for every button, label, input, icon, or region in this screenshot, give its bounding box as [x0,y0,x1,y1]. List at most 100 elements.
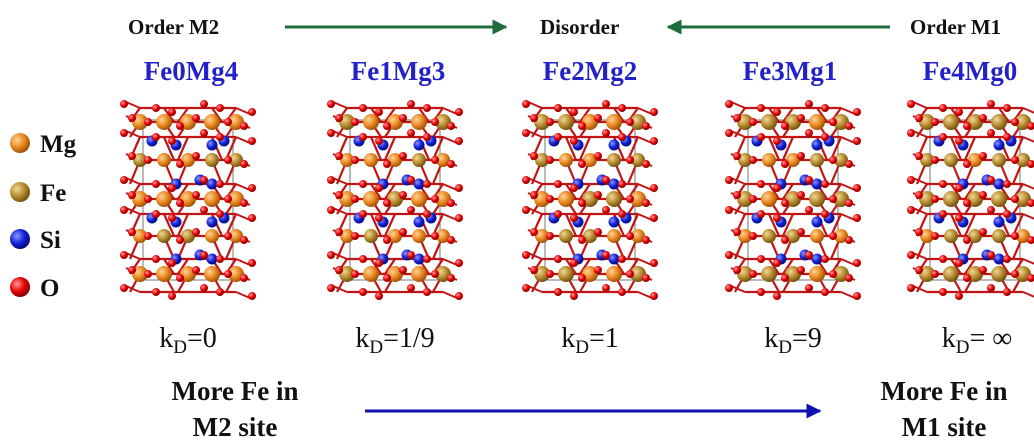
fe-atom [943,266,959,282]
mg-atom [156,114,172,130]
bond [1022,258,1034,265]
o-atom [407,129,415,137]
o-atom [216,133,224,141]
o-atom [821,255,829,263]
o-atom [152,210,160,218]
bond [730,252,746,260]
mg-atom [535,229,549,243]
bond [527,252,543,260]
o-atom [618,210,626,218]
o-atom [757,104,765,112]
bond [782,107,794,123]
o-atom [120,100,128,108]
o-atom [570,292,578,300]
bond [527,130,543,138]
mg-atom [606,114,622,130]
o-atom [749,156,757,164]
o-atom [530,114,538,122]
o-atom [120,251,128,259]
o-atom [120,176,128,184]
o-atom [1027,236,1034,244]
bond [383,136,397,161]
o-atom [642,274,650,282]
bond [637,258,653,266]
o-atom [1003,133,1011,141]
o-atom [144,156,152,164]
kd-label-fe3mg1: kD=9 [764,323,822,358]
o-atom [733,266,741,274]
o-atom [602,251,610,259]
o-atom [821,133,829,141]
o-atom [216,180,224,188]
mg-atom [388,229,402,243]
mg-atom [834,229,848,243]
o-atom [200,206,208,214]
o-atom [447,122,455,130]
mg-atom [411,266,427,282]
o-atom [128,266,136,274]
o-atom [907,176,915,184]
crystal-structure [907,100,1034,300]
o-atom [351,118,359,126]
o-atom [375,137,383,145]
bond [370,183,382,200]
o-atom [399,266,407,274]
si-atom [993,178,1005,190]
bond [730,101,746,109]
mg-atom [809,266,825,282]
o-atom [546,232,554,240]
o-atom [152,255,160,263]
composition-label-fe0mg4: Fe0Mg4 [144,56,238,86]
o-atom [546,270,554,278]
o-atom [797,228,805,236]
o-atom [757,210,765,218]
o-atom [1011,156,1019,164]
o-atom [725,100,733,108]
o-atom [797,152,805,160]
bond [125,101,141,109]
bond [527,285,543,293]
more-fe-m2-line1: More Fe in [172,376,299,406]
o-atom [773,214,781,222]
bond [840,136,856,144]
o-atom [650,137,658,145]
mg-atom [810,229,824,243]
o-atom [733,191,741,199]
bond [235,213,251,221]
si-atom [811,139,823,151]
o-atom [554,255,562,263]
bond [782,183,794,200]
o-atom [570,259,578,267]
si-atom [413,216,425,228]
o-atom [383,122,391,130]
mg-atom [809,114,825,130]
fe-atom [157,229,171,243]
fe-atom [535,153,549,167]
bond [1022,107,1034,114]
legend-o-swatch [10,277,30,297]
mg-atom [1016,229,1030,243]
si-atom [811,178,823,190]
o-atom [773,259,781,267]
mg-atom [363,191,379,207]
o-atom [375,214,383,222]
o-atom [773,184,781,192]
o-atom [829,118,837,126]
o-atom [455,184,463,192]
fe-atom [943,114,959,130]
o-atom [168,259,176,267]
o-atom [781,236,789,244]
o-atom [781,160,789,168]
o-atom [955,292,963,300]
bond [637,183,653,191]
o-atom [375,184,383,192]
o-atom [192,114,200,122]
bond [162,213,176,237]
o-atom [757,133,765,141]
mg-atom [558,191,574,207]
bond [637,291,653,299]
si-atom [993,253,1005,265]
mg-atom [920,229,934,243]
si-atom [811,216,823,228]
o-atom [853,137,861,145]
